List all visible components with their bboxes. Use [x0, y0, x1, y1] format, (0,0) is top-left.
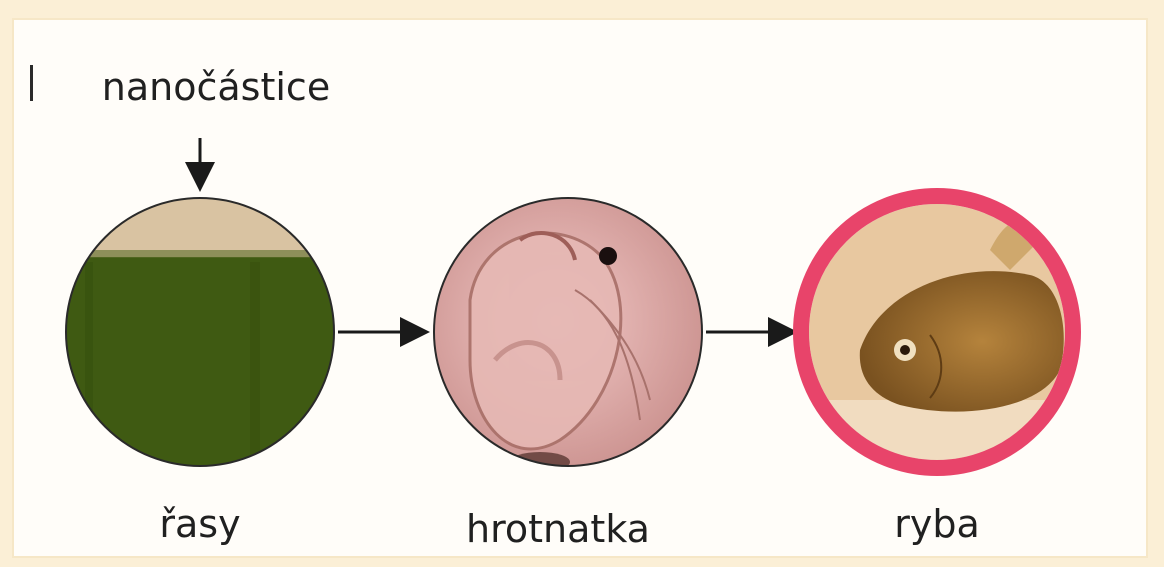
daphnia-circle [430, 195, 710, 475]
algae-label: řasy [159, 505, 240, 543]
fish-circle [800, 195, 1080, 480]
nanoparticles-label: nanočástice [102, 68, 330, 106]
daphnia-label: hrotnatka [466, 510, 650, 548]
fish-label: ryba [894, 505, 980, 543]
algae-circle [60, 195, 340, 475]
